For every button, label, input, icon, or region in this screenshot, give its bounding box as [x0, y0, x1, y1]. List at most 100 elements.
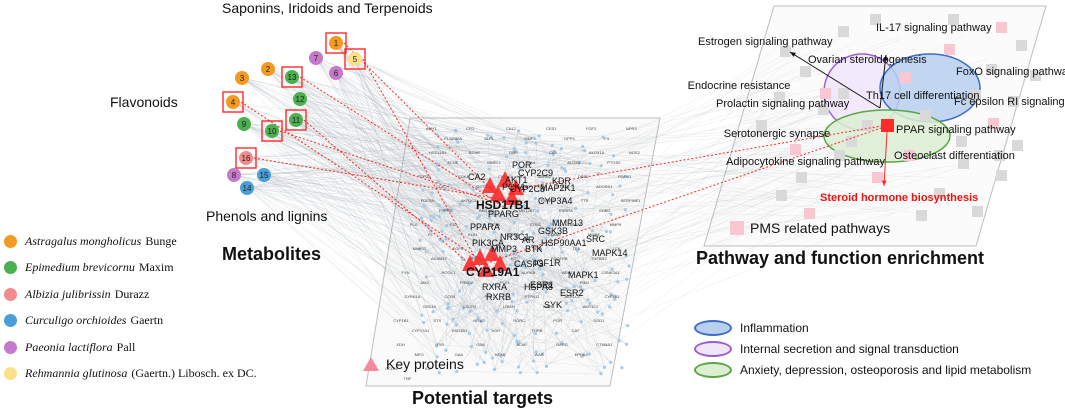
flavonoids-group-label: Flavonoids — [110, 94, 178, 110]
pathway-square — [1012, 140, 1023, 151]
target-target-edge — [518, 130, 605, 368]
metabolite-target-edge — [263, 152, 526, 176]
target-target-edge — [514, 148, 547, 245]
metabolite-target-edge — [267, 68, 439, 182]
target-node-dot — [487, 167, 491, 171]
target-target-edge — [489, 217, 598, 313]
target-node-dot — [457, 289, 462, 293]
target-target-edge — [518, 256, 567, 304]
target-target-edge — [445, 311, 471, 351]
target-target-edge — [456, 371, 601, 374]
key-gene-label: NR3C1 — [500, 232, 530, 242]
species-color-dot — [4, 261, 17, 275]
target-pathway-edge — [546, 134, 805, 367]
target-node-dot — [482, 360, 486, 365]
pathway-square — [1008, 96, 1019, 107]
metabolite-node — [329, 66, 343, 80]
target-target-edge — [553, 154, 591, 304]
minor-gene-label: AKR1B1 — [479, 208, 495, 213]
minor-gene-label: ADORA1 — [596, 184, 613, 189]
metabolite-target-edge — [243, 123, 480, 274]
metabolite-target-edge — [335, 72, 422, 316]
metabolite-target-edge — [315, 57, 485, 225]
target-node-dot — [580, 354, 584, 359]
target-pathway-edge — [601, 60, 761, 166]
target-target-edge — [452, 279, 627, 320]
target-node-dot — [624, 342, 629, 346]
target-node-dot — [516, 129, 521, 133]
metabolite-target-edge — [315, 57, 431, 232]
metabolite-target-edge — [241, 77, 474, 190]
metabolite-target-edge — [243, 123, 603, 138]
metabolite-target-edge — [299, 98, 503, 324]
species-legend-item: Rehmannia glutinosa(Gaertn.) Libosch. ex… — [4, 361, 257, 388]
target-target-edge — [452, 230, 547, 320]
metabolite-target-edge — [295, 119, 527, 261]
metabolite-target-edge — [354, 58, 540, 137]
target-target-edge — [536, 325, 628, 353]
metabolite-target-edge — [263, 174, 576, 209]
osteoclast-pathway-label: Osteoclast differentiation — [894, 150, 1015, 162]
target-pathway-edge — [629, 82, 789, 267]
target-target-edge — [527, 187, 540, 269]
target-target-edge — [522, 225, 561, 232]
function-legend-item: Internal secretion and signal transducti… — [694, 338, 1031, 359]
metabolite-node-id: 7 — [314, 54, 319, 63]
metabolite-target-edge — [291, 76, 438, 166]
minor-gene-label: PDGFRB — [551, 256, 568, 261]
pathway-square — [948, 14, 959, 25]
metabolite-target-edge — [335, 72, 506, 200]
target-target-edge — [460, 204, 550, 229]
metabolite-highlight-box — [281, 66, 303, 88]
target-pathway-edge — [512, 151, 840, 295]
target-node-dot — [611, 154, 616, 158]
metabolite-target-edge — [267, 68, 470, 334]
metabolite-target-edge — [232, 101, 614, 156]
target-node-dot — [421, 188, 425, 192]
metabolite-target-edge — [232, 101, 485, 363]
target-node-dot — [513, 149, 517, 153]
metabolite-target-edge — [295, 119, 627, 345]
target-target-edge — [459, 146, 583, 205]
target-node-dot — [562, 167, 567, 171]
pathway-square — [958, 158, 969, 169]
species-author: Gaertn — [130, 313, 164, 328]
target-node-dot — [420, 313, 424, 317]
species-author: Bunge — [145, 233, 177, 248]
metabolite-target-edge — [299, 98, 464, 309]
target-node-dot — [510, 300, 514, 304]
minor-gene-label: ESRRG — [541, 198, 555, 203]
metabolite-node — [261, 62, 275, 76]
target-pathway-edge — [589, 95, 780, 304]
pathway-square — [934, 188, 945, 199]
minor-gene-label: PTGS2 — [607, 160, 621, 165]
pathway-square — [1030, 70, 1041, 81]
key-proteins-label: Key proteins — [386, 356, 464, 372]
target-pathway-edge — [439, 107, 811, 240]
target-target-edge — [518, 255, 627, 343]
target-target-edge — [438, 204, 443, 242]
metabolite-target-edge — [232, 101, 428, 226]
target-pathway-edge — [562, 95, 820, 253]
minor-gene-label: GSTP1 — [476, 184, 490, 189]
key-metabolite-edge — [343, 42, 501, 199]
minor-gene-label: PTPN11 — [524, 294, 540, 299]
pathway-square — [972, 206, 983, 217]
target-node-dot — [623, 208, 627, 212]
target-node-dot — [547, 225, 551, 229]
metabolite-target-edge — [241, 77, 438, 147]
target-node-dot — [435, 163, 440, 167]
target-node-dot — [471, 188, 475, 192]
key-protein-triangle — [482, 177, 498, 193]
minor-gene-label: HSD11B1 — [429, 150, 447, 155]
target-target-edge — [426, 251, 628, 326]
target-target-edge — [519, 168, 589, 193]
target-target-edge — [502, 150, 585, 362]
target-node-dot — [424, 250, 428, 254]
target-node-dot — [461, 257, 465, 261]
target-node-dot — [533, 196, 538, 200]
key-gene-label: HSP90AA1 — [541, 238, 587, 248]
